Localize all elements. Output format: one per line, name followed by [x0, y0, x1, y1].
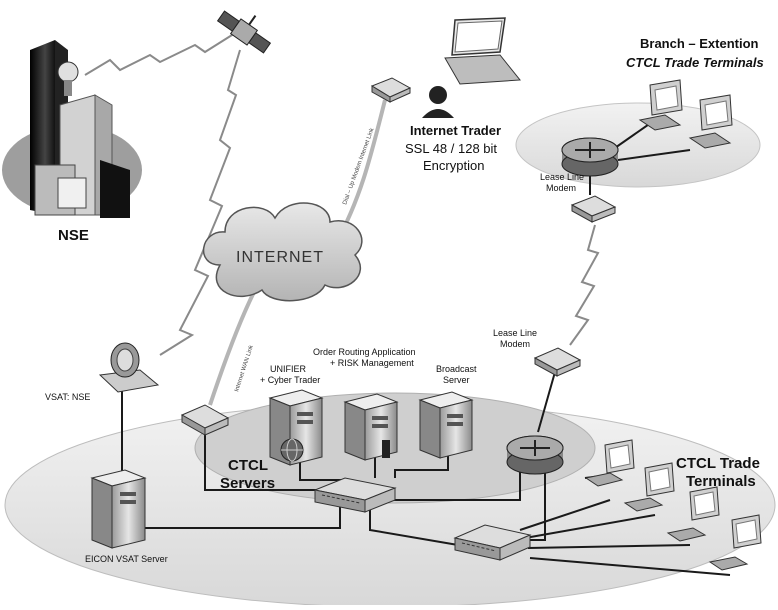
branch-title: Branch – Extention: [640, 36, 759, 51]
internet-trader-title: Internet Trader: [410, 123, 501, 138]
ctcl-servers-label-2: Servers: [220, 475, 275, 492]
unifier-label-2: + Cyber Trader: [260, 375, 320, 385]
lease-line-modem-mid-label-1: Lease Line: [493, 328, 537, 338]
user-icon: [422, 86, 454, 118]
wireless-links: [84, 29, 600, 356]
router-icon: [506, 435, 564, 475]
lease-line-modem-mid-label-2: Modem: [500, 339, 530, 349]
order-routing-label-1: Order Routing Application: [313, 347, 416, 357]
broadcast-label-2: Server: [443, 375, 470, 385]
workstation-icon: [623, 462, 675, 512]
lease-line-modem-top-label-1: Lease Line: [540, 172, 584, 182]
switch-icon: [453, 524, 532, 561]
router-icon: [561, 137, 619, 177]
vsat-nse-label: VSAT: NSE: [45, 392, 90, 402]
workstation-icon: [638, 79, 683, 131]
order-routing-label-2: + RISK Management: [330, 358, 414, 368]
internet-wan-link-label: Internet WAN Link: [234, 344, 255, 393]
modem-icon: [533, 347, 582, 377]
laptop-icon: [444, 17, 521, 85]
server-icon: [418, 391, 474, 459]
server-icon: [343, 393, 399, 461]
nse-label: NSE: [58, 227, 89, 244]
internet-trader-encryption: Encryption: [423, 158, 484, 173]
modem-icon: [370, 77, 412, 103]
unifier-label-1: UNIFIER: [270, 364, 307, 374]
globe-icon: [280, 438, 304, 462]
server-icon: [90, 469, 147, 549]
modem-icon: [570, 195, 617, 223]
ctcl-terminals-label-2: Terminals: [686, 473, 756, 490]
workstation-icon: [584, 439, 635, 487]
internet-label: INTERNET: [236, 249, 324, 266]
modem-icon: [180, 404, 230, 436]
branch-subtitle: CTCL Trade Terminals: [626, 55, 764, 70]
lease-line-modem-top-label-2: Modem: [546, 183, 576, 193]
eicon-vsat-server-label: EICON VSAT Server: [85, 554, 168, 564]
ctcl-servers-label-1: CTCL: [228, 457, 268, 474]
workstation-icon: [666, 486, 720, 542]
nse-building-icon: [30, 40, 130, 218]
switch-icon: [313, 477, 397, 513]
vsat-dish-icon: [98, 342, 160, 393]
ctcl-terminals-label-1: CTCL Trade: [676, 455, 760, 472]
internet-cloud-icon: [203, 202, 363, 302]
workstation-icon: [688, 94, 733, 149]
workstation-icon: [708, 514, 762, 571]
satellite-icon: [216, 10, 272, 54]
internet-trader-ssl: SSL 48 / 128 bit: [405, 141, 497, 156]
broadcast-label-1: Broadcast: [436, 364, 477, 374]
